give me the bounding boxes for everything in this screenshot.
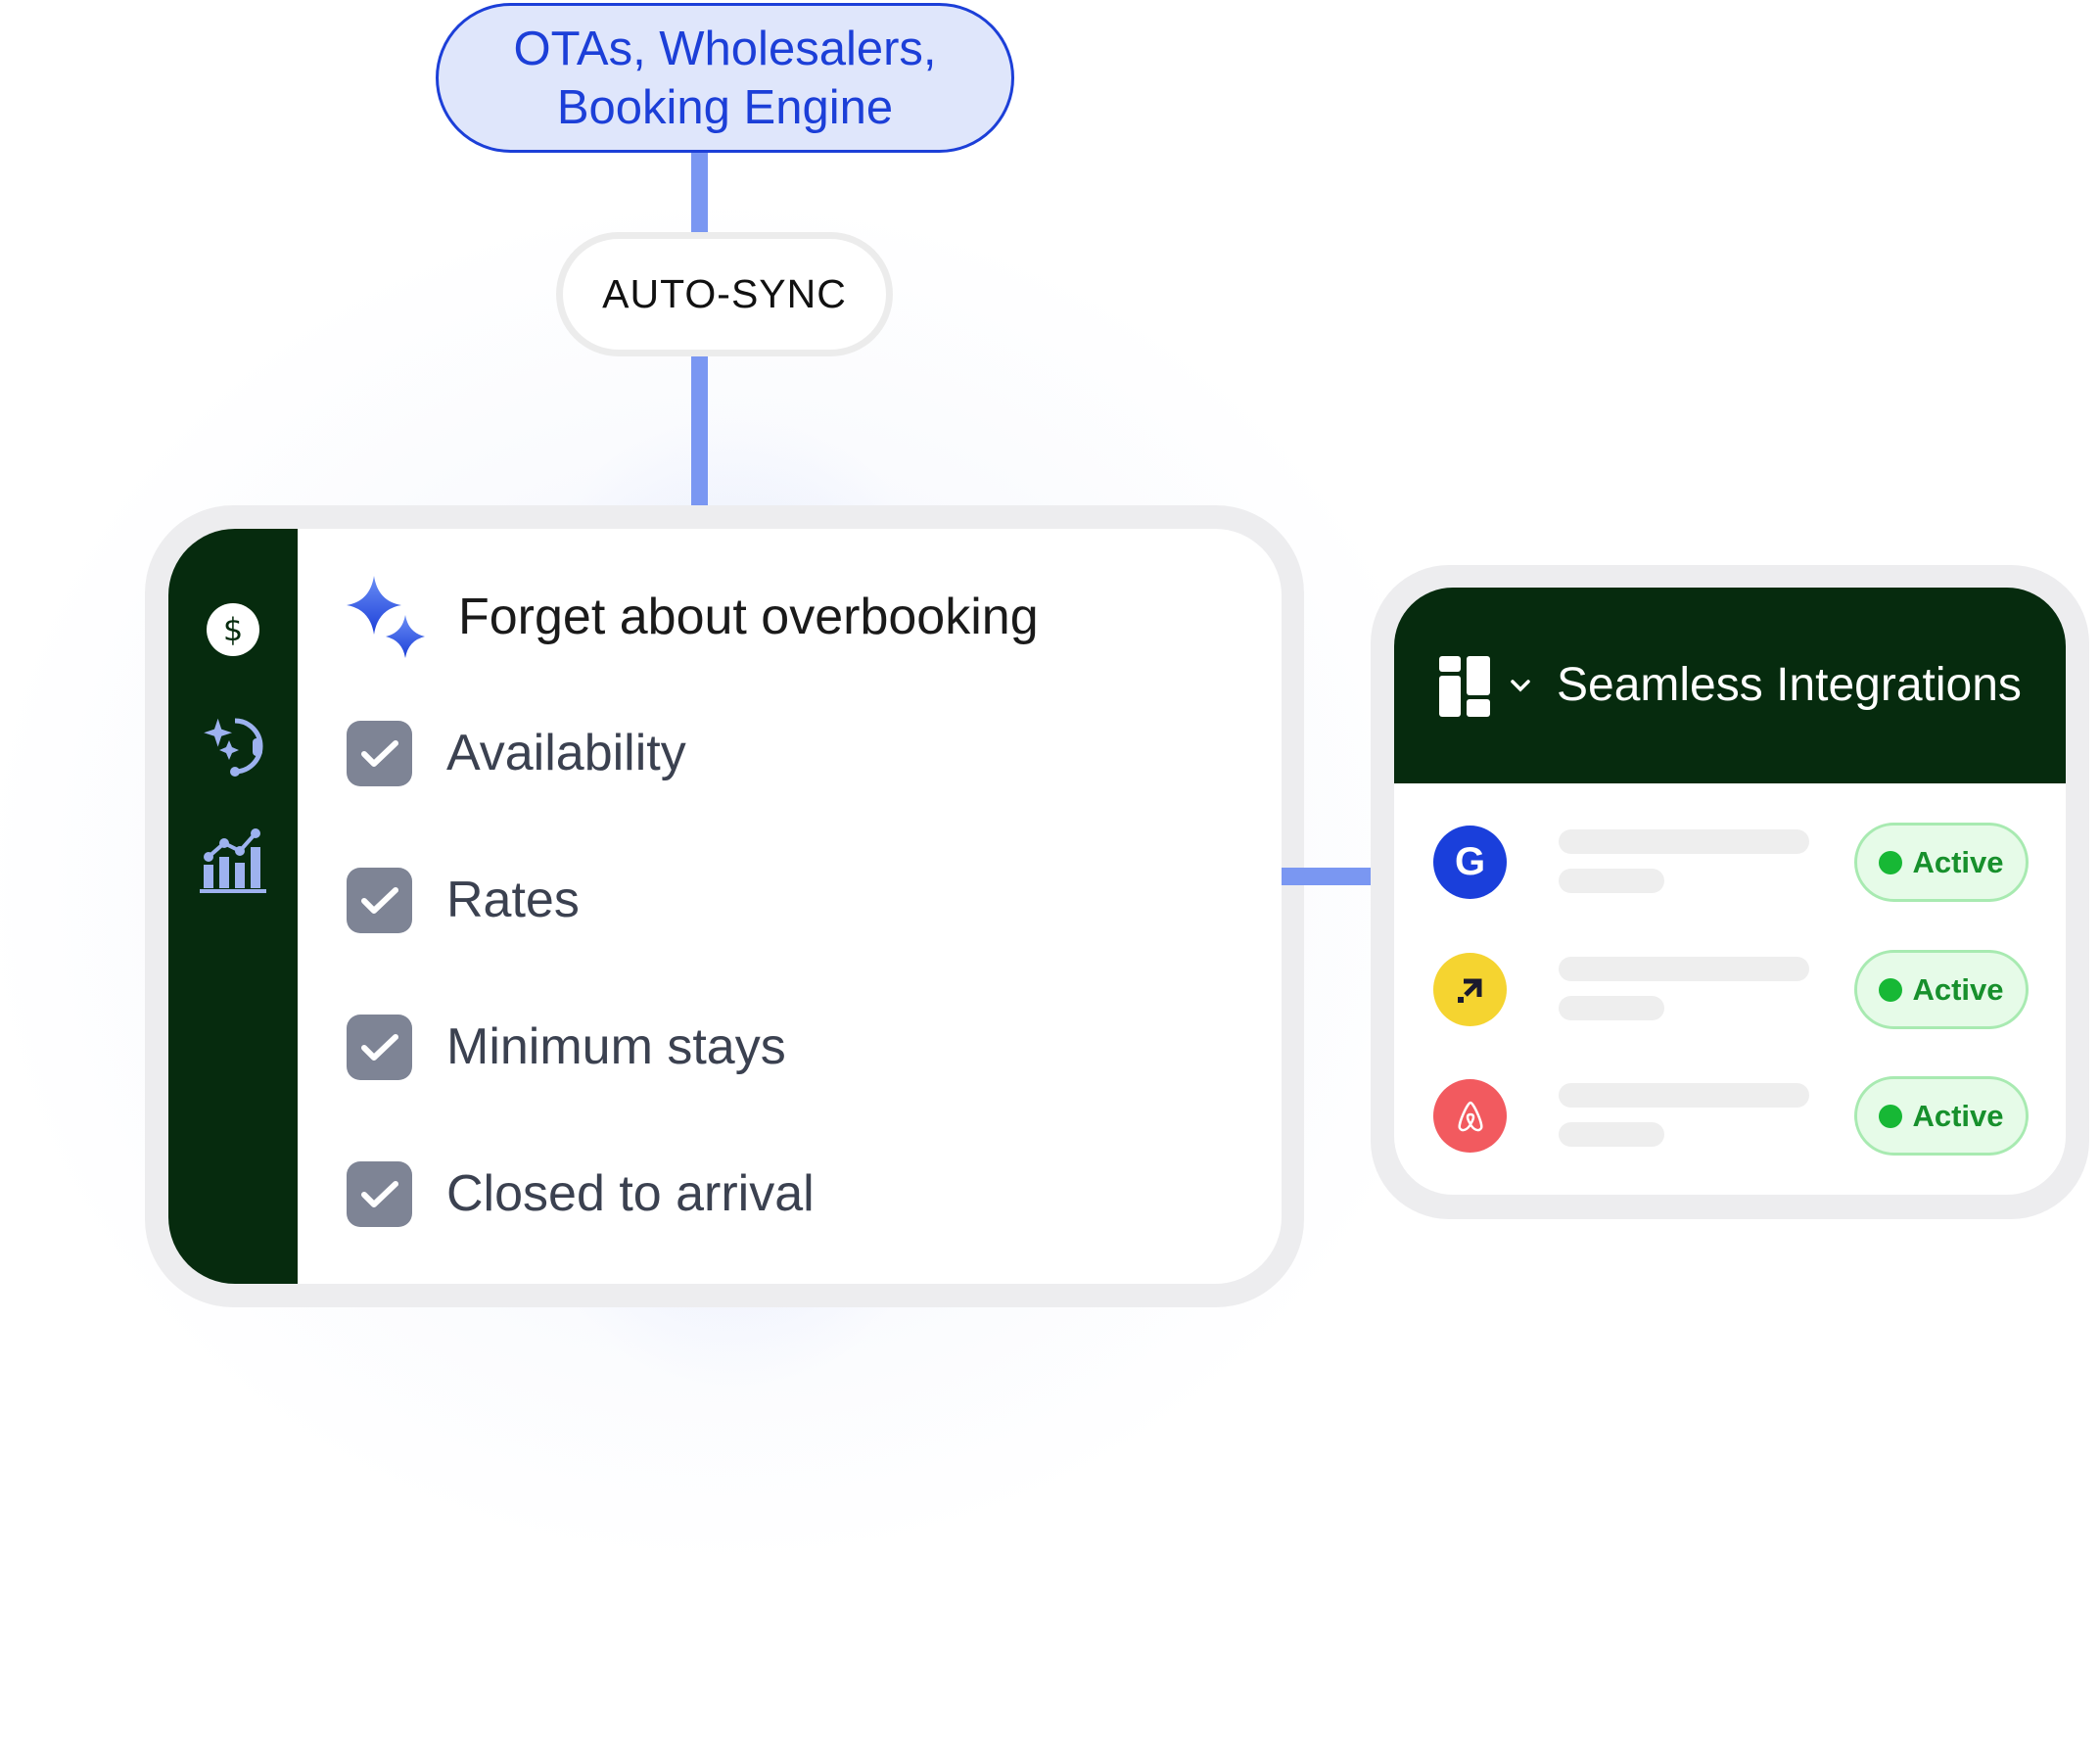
skeleton-line <box>1559 996 1664 1020</box>
connector-line <box>1282 868 1372 885</box>
availability-checkbox[interactable] <box>347 721 412 786</box>
apps-grid-icon[interactable] <box>1439 656 1490 717</box>
expedia-icon <box>1433 953 1507 1026</box>
status-badge: Active <box>1854 823 2029 902</box>
integrations-card: Seamless Integrations G Active Active Ac… <box>1394 588 2066 1195</box>
status-dot <box>1879 850 1903 874</box>
svg-text:$: $ <box>223 611 243 648</box>
closed-to-arrival-checkbox[interactable] <box>347 1161 412 1227</box>
status-label: Active <box>1912 1098 2004 1133</box>
card-title: Forget about overbooking <box>458 589 1039 645</box>
skeleton-line <box>1559 957 1809 981</box>
sidebar: $ <box>168 529 298 1284</box>
auto-sync-node: AUTO-SYNC <box>556 232 893 356</box>
dollar-icon[interactable]: $ <box>206 602 260 657</box>
minimum-stays-checkbox[interactable] <box>347 1015 412 1080</box>
status-label: Active <box>1912 844 2004 879</box>
closed-to-arrival-label: Closed to arrival <box>446 1165 815 1222</box>
status-dot <box>1879 977 1903 1002</box>
google-icon: G <box>1433 826 1507 899</box>
connector-line <box>691 356 708 529</box>
status-label: Active <box>1912 971 2004 1007</box>
skeleton-line <box>1559 829 1809 854</box>
analytics-chart-icon[interactable] <box>200 827 266 894</box>
sparkle-icon <box>347 576 425 658</box>
connector-line <box>691 153 708 233</box>
airbnb-icon <box>1433 1079 1507 1153</box>
check-icon <box>360 886 398 914</box>
support-sparkle-icon[interactable] <box>202 715 266 779</box>
minimum-stays-label: Minimum stays <box>446 1018 786 1075</box>
integrations-title: Seamless Integrations <box>1557 659 2022 711</box>
auto-sync-label: AUTO-SYNC <box>563 239 886 350</box>
skeleton-line <box>1559 1083 1809 1108</box>
check-icon <box>360 1180 398 1207</box>
status-badge: Active <box>1854 1076 2029 1156</box>
status-badge: Active <box>1854 950 2029 1029</box>
source-node: OTAs, Wholesalers, Booking Engine <box>436 3 1014 153</box>
rates-checkbox[interactable] <box>347 868 412 933</box>
status-dot <box>1879 1104 1903 1128</box>
skeleton-line <box>1559 869 1664 893</box>
skeleton-line <box>1559 1122 1664 1147</box>
main-card: $ <box>168 529 1282 1284</box>
check-icon <box>360 739 398 767</box>
rates-label: Rates <box>446 872 580 928</box>
check-icon <box>360 1033 398 1061</box>
integrations-header: Seamless Integrations <box>1394 588 2066 783</box>
chevron-down-icon[interactable] <box>1510 678 1531 693</box>
availability-label: Availability <box>446 725 686 781</box>
